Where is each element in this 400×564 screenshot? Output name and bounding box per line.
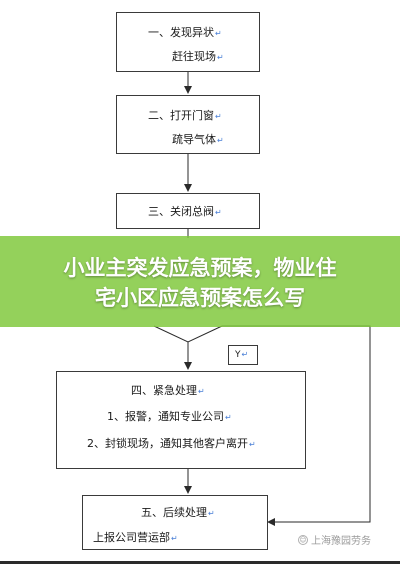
paragraph-mark: ↵ xyxy=(198,387,205,396)
step-4-item-1: 1、报警，通知专业公司 xyxy=(107,410,224,423)
step-5-box: 五、后续处理↵ 上报公司营运部↵ xyxy=(82,495,268,550)
paragraph-mark: ↵ xyxy=(217,136,224,145)
bottom-divider xyxy=(0,561,400,564)
step-4-box: 四、紧急处理↵ 1、报警，通知专业公司↵ 2、封锁现场，通知其他客户离开↵ xyxy=(56,371,306,469)
paragraph-mark: ↵ xyxy=(171,534,178,543)
step-2-title: 二、打开门窗 xyxy=(148,109,214,122)
paragraph-mark: ↵ xyxy=(241,350,249,359)
step-2-box: 二、打开门窗↵ 疏导气体↵ xyxy=(116,95,260,154)
paragraph-mark: ↵ xyxy=(215,29,222,38)
paragraph-mark: ↵ xyxy=(249,440,256,449)
paragraph-mark: ↵ xyxy=(215,208,222,217)
paragraph-mark: ↵ xyxy=(217,53,224,62)
paragraph-mark: ↵ xyxy=(225,413,232,422)
watermark: ☺ 上海豫园劳务 xyxy=(298,532,371,547)
step-2-detail: 疏导气体 xyxy=(172,133,216,146)
paragraph-mark: ↵ xyxy=(215,112,222,121)
title-banner: 小业主突发应急预案，物业住 宅小区应急预案怎么写 xyxy=(0,236,400,327)
wechat-icon: ☺ xyxy=(298,534,308,545)
step-4-item-2: 2、封锁现场，通知其他客户离开 xyxy=(87,437,248,450)
step-5-title: 五、后续处理 xyxy=(141,506,207,519)
step-1-title: 一、发现异状 xyxy=(148,26,214,39)
step-1-box: 一、发现异状↵ 赶往现场↵ xyxy=(116,12,260,72)
step-4-title: 四、紧急处理 xyxy=(131,384,197,397)
decision-diamond xyxy=(153,325,223,343)
step-3-title: 三、关闭总阀 xyxy=(148,205,214,218)
step-1-detail: 赶往现场 xyxy=(172,50,216,63)
paragraph-mark: ↵ xyxy=(208,509,215,518)
step-5-detail: 上报公司营运部 xyxy=(93,531,170,544)
branch-yes-label: Y↵ xyxy=(228,345,258,365)
banner-title-line-2: 宅小区应急预案怎么写 xyxy=(95,286,305,310)
watermark-text: 上海豫园劳务 xyxy=(311,536,371,547)
banner-title-line-1: 小业主突发应急预案，物业住 xyxy=(63,256,337,280)
step-3-box: 三、关闭总阀↵ xyxy=(116,193,260,229)
